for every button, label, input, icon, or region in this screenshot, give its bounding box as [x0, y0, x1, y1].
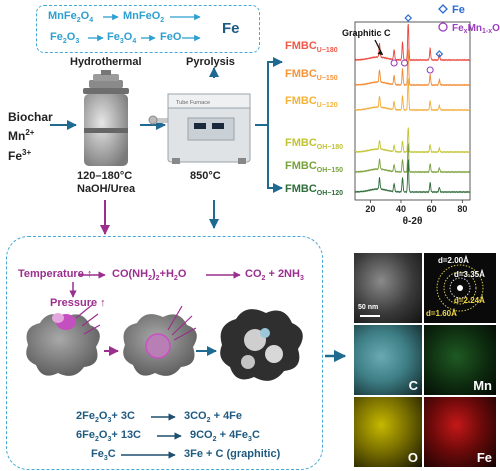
reaction-1-reactants: 2Fe2O3+ 3C — [76, 410, 135, 425]
legend-fe-diamond — [438, 4, 448, 14]
sample-label-oh-180: FMBCOH−180 — [285, 137, 344, 152]
xrd-series-5 — [354, 143, 471, 174]
reduction-pathway-box — [36, 5, 260, 53]
xrd-series-2 — [354, 49, 471, 87]
biochar-particle-2 — [123, 314, 197, 376]
particles-layer — [26, 304, 303, 381]
xrd-tick-label-40: 40 — [396, 204, 406, 214]
urea-products: CO2 + 2NH3 — [245, 268, 304, 283]
xrd-xlabel: θ-2θ — [403, 216, 423, 227]
sample-label-u-180: FMBCU−180 — [285, 40, 338, 55]
xrd-series-3 — [354, 78, 471, 112]
pyrolysis-label: Pyrolysis — [186, 56, 235, 68]
legend-fexmn-circle — [438, 22, 448, 32]
marker-fexmn-2 — [400, 59, 409, 67]
marker-fe-1 — [404, 14, 413, 22]
biochar-label: Biochar — [8, 110, 53, 124]
marker-fexmn-1 — [390, 59, 398, 67]
svg-text:Tube Furnace: Tube Furnace — [176, 100, 210, 106]
fe2o3-label: Fe2O3 — [50, 31, 80, 46]
saed-pattern: d=2.00Å d=3.35Å d=2.24Å d=1.60Å — [424, 253, 496, 323]
legend-fe-label: Fe — [452, 4, 465, 16]
reaction-3-reactants: Fe3C — [91, 448, 116, 463]
feo-label: FeO — [160, 31, 182, 43]
annotation-graphitic-c: Graphitic C — [342, 28, 391, 38]
reaction-1-products: 3CO2 + 4Fe — [184, 410, 243, 425]
arrow-to-xrd-bottom — [267, 125, 283, 193]
pyrolysis-temp: 850°C — [190, 170, 221, 182]
xrd-frame — [354, 21, 471, 201]
tem-image: 50 nm — [354, 253, 422, 323]
fe-ion-label: Fe3+ — [8, 148, 32, 163]
marker-fe-2 — [435, 50, 444, 58]
sample-label-u-150: FMBCU−150 — [285, 68, 338, 83]
xrd-tick-label-60: 60 — [427, 204, 437, 214]
arrow-to-xrd-top — [255, 57, 283, 126]
xrd-series-1 — [354, 23, 471, 62]
biochar-particle-3 — [220, 309, 303, 381]
sample-label-u-120: FMBCU−120 — [285, 95, 338, 110]
sample-label-oh-120: FMBCOH−120 — [285, 183, 344, 198]
sample-label-oh-150: FMBCOH−150 — [285, 160, 344, 175]
hydrothermal-reactor-icon — [83, 70, 129, 166]
xrd-tick-label-80: 80 — [457, 204, 467, 214]
eds-map-o: O — [354, 397, 422, 467]
legend-fexmn-label: FexMn1-xO — [452, 23, 500, 35]
tube-furnace-icon: Tube Furnace — [148, 93, 251, 164]
hydrothermal-label: Hydrothermal — [70, 56, 142, 68]
biochar-particle-1 — [26, 313, 100, 376]
reaction-2-products: 9CO2 + 4Fe3C — [190, 429, 260, 444]
reaction-3-products: 3Fe + C (graphitic) — [184, 448, 281, 460]
eds-map-mn: Mn — [424, 325, 496, 395]
xrd-series-4 — [354, 127, 471, 154]
fe-product-label: Fe — [222, 20, 240, 37]
eds-map-c: C — [354, 325, 422, 395]
xrd-series-6 — [354, 159, 471, 194]
temperature-label: Temperature ↑ — [18, 268, 93, 280]
mnfeo2-label: MnFeO2 — [123, 10, 165, 25]
mechanism-box — [6, 236, 323, 470]
mn-ion-label: Mn2+ — [8, 128, 35, 143]
eds-map-fe: Fe — [424, 397, 496, 467]
annotation-arrowhead — [377, 50, 383, 55]
mnfe2o4-label: MnFe2O4 — [48, 10, 94, 25]
hydrothermal-reagents: NaOH/Urea — [77, 183, 136, 195]
hydrothermal-temp: 120–180°C — [77, 170, 133, 182]
fe3o4-label: Fe3O4 — [107, 31, 137, 46]
marker-fexmn-3 — [426, 66, 434, 74]
xrd-tick-label-20: 20 — [365, 204, 375, 214]
pressure-label: Pressure ↑ — [50, 297, 106, 309]
reaction-2-reactants: 6Fe2O3+ 13C — [76, 429, 142, 444]
urea-reactants: CO(NH2)2+H2O — [112, 268, 187, 283]
